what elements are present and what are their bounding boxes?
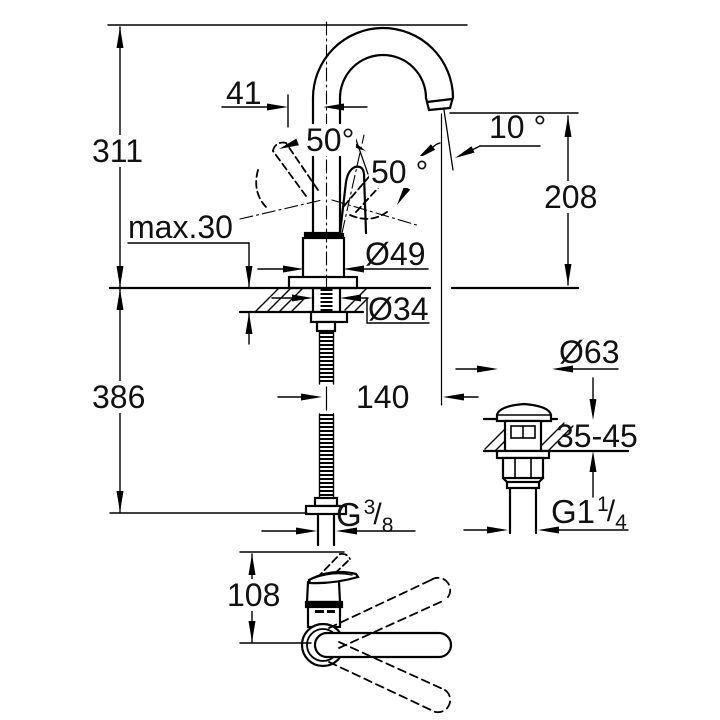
dimension-label-body-diameter: Ø49 [365, 236, 426, 272]
angle-label-handle-right: 50 ° [369, 154, 431, 190]
dimension-label-handle-offset: 41 [226, 75, 262, 111]
dimension-label-lever-height: 108 [225, 577, 283, 613]
thread-g38-slash: / [373, 498, 382, 531]
dimension-label-hole-diameter: Ø34 [368, 291, 429, 327]
thread-g38-denominator: 8 [381, 514, 394, 537]
bottom-view-faucet [300, 552, 453, 714]
thread-label-supply-g38: G3/8 [336, 496, 393, 536]
dimension-label-spout-reach: 140 [356, 379, 410, 415]
dimension-label-hose-length: 386 [90, 379, 148, 415]
side-view-faucet [108, 21, 580, 547]
thread-label-drain-g114: G11/4 [551, 493, 627, 533]
dimension-arrowheads [116, 27, 597, 642]
angle-label-handle-left: 50° [304, 122, 357, 158]
dimension-label-counter-range: 35-45 [556, 418, 638, 454]
dimension-label-drain-diameter: Ø63 [559, 334, 620, 370]
thread-g114-denominator: 4 [615, 511, 627, 534]
thread-g114-numerator: 1 [597, 493, 609, 516]
thread-g38-numerator: 3 [363, 496, 376, 519]
thread-g114-base: G1 [551, 493, 596, 530]
drain-waste-view [482, 402, 630, 535]
angle-label-stream: 10 ° [489, 109, 547, 145]
dimension-label-deck-thickness: max.30 [128, 209, 233, 245]
thread-g114-slash: / [606, 495, 616, 528]
dimension-lines [107, 24, 629, 644]
dimension-label-total-height: 311 [90, 133, 146, 169]
dimension-label-outlet-height: 208 [542, 179, 600, 215]
thread-g38-base: G [336, 496, 362, 533]
